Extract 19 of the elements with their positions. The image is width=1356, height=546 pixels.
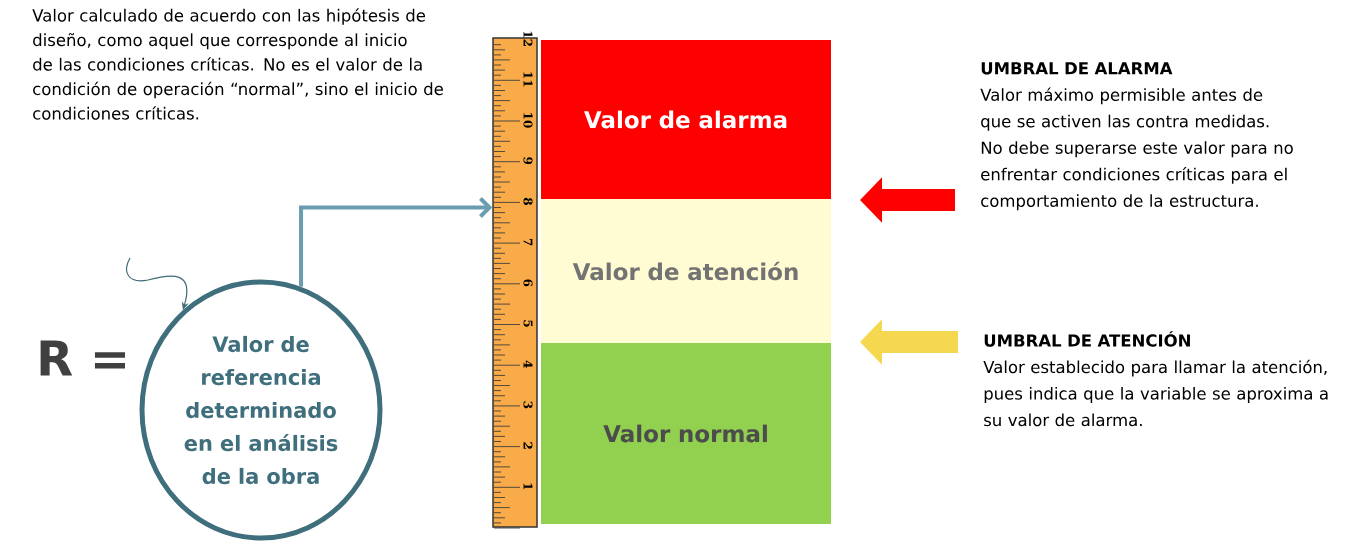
ruler-number: 11 [523, 72, 533, 87]
ruler-number: 12 [523, 31, 533, 46]
description-text: Valor calculado de acuerdo con las hipótesis de diseño, como aquel que corresponde al inicio de las condiciones críticas. No es el valor de la condición de operación “normal”, sino el inicio de condiciones críticas. [32, 8, 443, 120]
level-band: Valor de atención [541, 199, 831, 343]
arrow [299, 197, 493, 287]
ruler-number: 5 [523, 320, 533, 327]
ruler-number: 10 [523, 113, 533, 128]
ruler-number: 2 [523, 442, 533, 449]
threshold-text: UMBRAL DE ALARMA Valor máximo permisible antes de que se activen las contra medidas. No debe superarse este valor para no enfrentar condiciones críticas para el comportamiento de la estructura. [980, 62, 1293, 211]
threshold-text: UMBRAL DE ATENCIÓN Valor establecido para llamar la atención, pues indica que la variable se aproxima a su valor de alarma. [983, 331, 1328, 427]
level-band: Valor de alarma [541, 40, 831, 199]
ruler-number: 7 [523, 238, 533, 246]
level-band: Valor normal [541, 343, 831, 524]
ruler-number: 8 [523, 197, 533, 205]
ruler-number: 6 [523, 279, 533, 287]
ruler-number: 1 [523, 483, 533, 490]
ruler-number: 9 [523, 157, 533, 165]
ruler-number: 3 [523, 401, 533, 409]
ruler-number: 4 [523, 360, 533, 368]
